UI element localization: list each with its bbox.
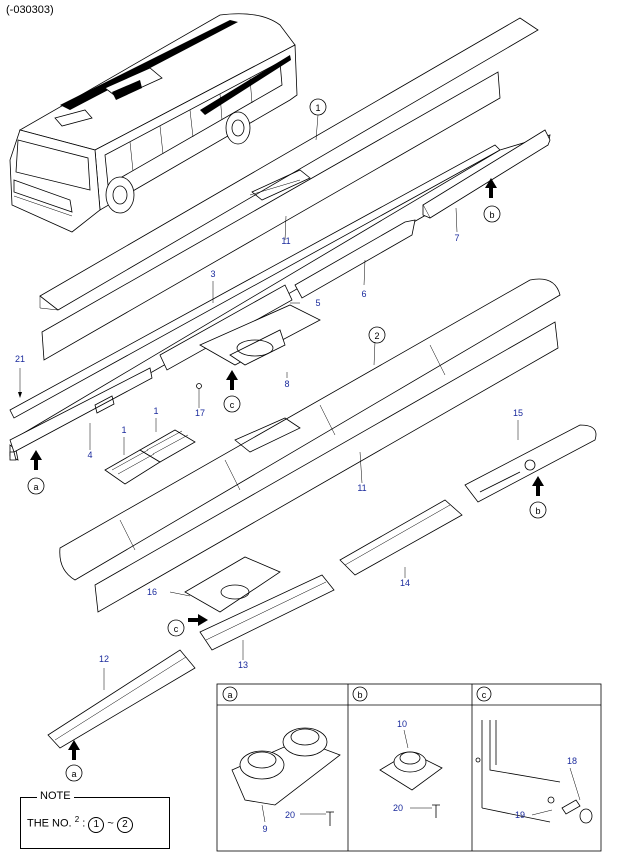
callout-10: 10 bbox=[397, 719, 407, 729]
note-range-start: 1 bbox=[88, 816, 105, 833]
ref-circle-c-low: c bbox=[167, 619, 185, 637]
callout-3: 3 bbox=[210, 269, 215, 279]
svg-text:a: a bbox=[227, 690, 232, 700]
svg-text:2: 2 bbox=[374, 331, 379, 341]
callout-16: 16 bbox=[147, 587, 157, 597]
note-text: THE NO. 2 : 1 ~ 2 bbox=[27, 815, 133, 833]
note-sup: 2 bbox=[74, 815, 80, 824]
grille-pair bbox=[104, 429, 196, 485]
upper-roof-panel bbox=[39, 17, 539, 361]
callout-12: 12 bbox=[99, 654, 109, 664]
ref-circle-a-mid: a bbox=[27, 477, 45, 495]
circled-callout-1: 1 bbox=[309, 98, 327, 116]
direction-arrows bbox=[18, 178, 544, 760]
callout-8: 8 bbox=[284, 379, 289, 389]
callout-5: 5 bbox=[315, 298, 320, 308]
note-box: NOTE THE NO. 2 : 1 ~ 2 bbox=[20, 790, 170, 849]
callout-17: 17 bbox=[195, 408, 205, 418]
detail-c-bracket bbox=[475, 720, 593, 824]
note-tilde: ~ bbox=[107, 817, 114, 830]
ref-circle-c-mid: c bbox=[223, 395, 241, 413]
svg-text:c: c bbox=[174, 624, 179, 634]
callout-11-low: 11 bbox=[357, 483, 366, 493]
fastener-17 bbox=[196, 383, 202, 389]
callout-1-a: 1 bbox=[153, 406, 158, 416]
callout-20-a: 20 bbox=[285, 810, 295, 820]
callout-15: 15 bbox=[513, 408, 523, 418]
callout-6: 6 bbox=[361, 289, 366, 299]
svg-text:1: 1 bbox=[315, 103, 320, 113]
circled-callout-2: 2 bbox=[368, 326, 386, 344]
svg-text:a: a bbox=[71, 769, 76, 779]
detail-header-a: a bbox=[222, 686, 238, 702]
callout-9: 9 bbox=[262, 824, 267, 834]
ref-circle-a-low: a bbox=[65, 764, 83, 782]
svg-text:c: c bbox=[482, 690, 487, 700]
detail-b-single-vent bbox=[379, 729, 443, 818]
callout-19: 19 bbox=[515, 810, 525, 820]
vent-housing-16 bbox=[184, 556, 281, 613]
callout-4: 4 bbox=[87, 450, 92, 460]
svg-text:b: b bbox=[535, 506, 540, 516]
callout-18: 18 bbox=[567, 756, 577, 766]
detail-header-b: b bbox=[352, 686, 368, 702]
ref-circle-b-top: b bbox=[483, 205, 501, 223]
lower-rail-4 bbox=[9, 367, 153, 461]
ref-circle-b-right: b bbox=[529, 501, 547, 519]
channel-14 bbox=[339, 499, 463, 576]
note-title: NOTE bbox=[37, 790, 74, 802]
callout-20-b: 20 bbox=[393, 803, 403, 813]
callout-labels: 11 7 3 6 5 21 8 17 1 1 15 4 11 14 16 12 … bbox=[15, 233, 523, 670]
leader-lines bbox=[19, 114, 519, 690]
callout-21: 21 bbox=[15, 354, 25, 364]
channel-13 bbox=[199, 574, 335, 651]
note-range-end: 2 bbox=[116, 816, 133, 833]
callout-7: 7 bbox=[454, 233, 459, 243]
note-prefix: THE NO. bbox=[27, 817, 72, 830]
svg-text:b: b bbox=[357, 690, 362, 700]
detail-a-double-vent bbox=[231, 727, 341, 826]
callout-14: 14 bbox=[400, 578, 410, 588]
revision-code: (-030303) bbox=[6, 4, 54, 16]
detail-header-c: c bbox=[476, 686, 492, 702]
rear-cap-15 bbox=[464, 424, 597, 503]
channel-12 bbox=[47, 649, 196, 749]
callout-11-top: 11 bbox=[281, 236, 290, 246]
callout-13: 13 bbox=[238, 660, 248, 670]
lower-roof-panel bbox=[59, 278, 561, 613]
callout-1-b: 1 bbox=[121, 425, 126, 435]
svg-text:c: c bbox=[230, 400, 235, 410]
detail-table: a b c 9 20 bbox=[216, 683, 602, 852]
svg-text:b: b bbox=[489, 210, 494, 220]
vent-housing-8 bbox=[199, 304, 321, 366]
svg-text:a: a bbox=[33, 482, 38, 492]
bus-illustration bbox=[9, 13, 298, 233]
